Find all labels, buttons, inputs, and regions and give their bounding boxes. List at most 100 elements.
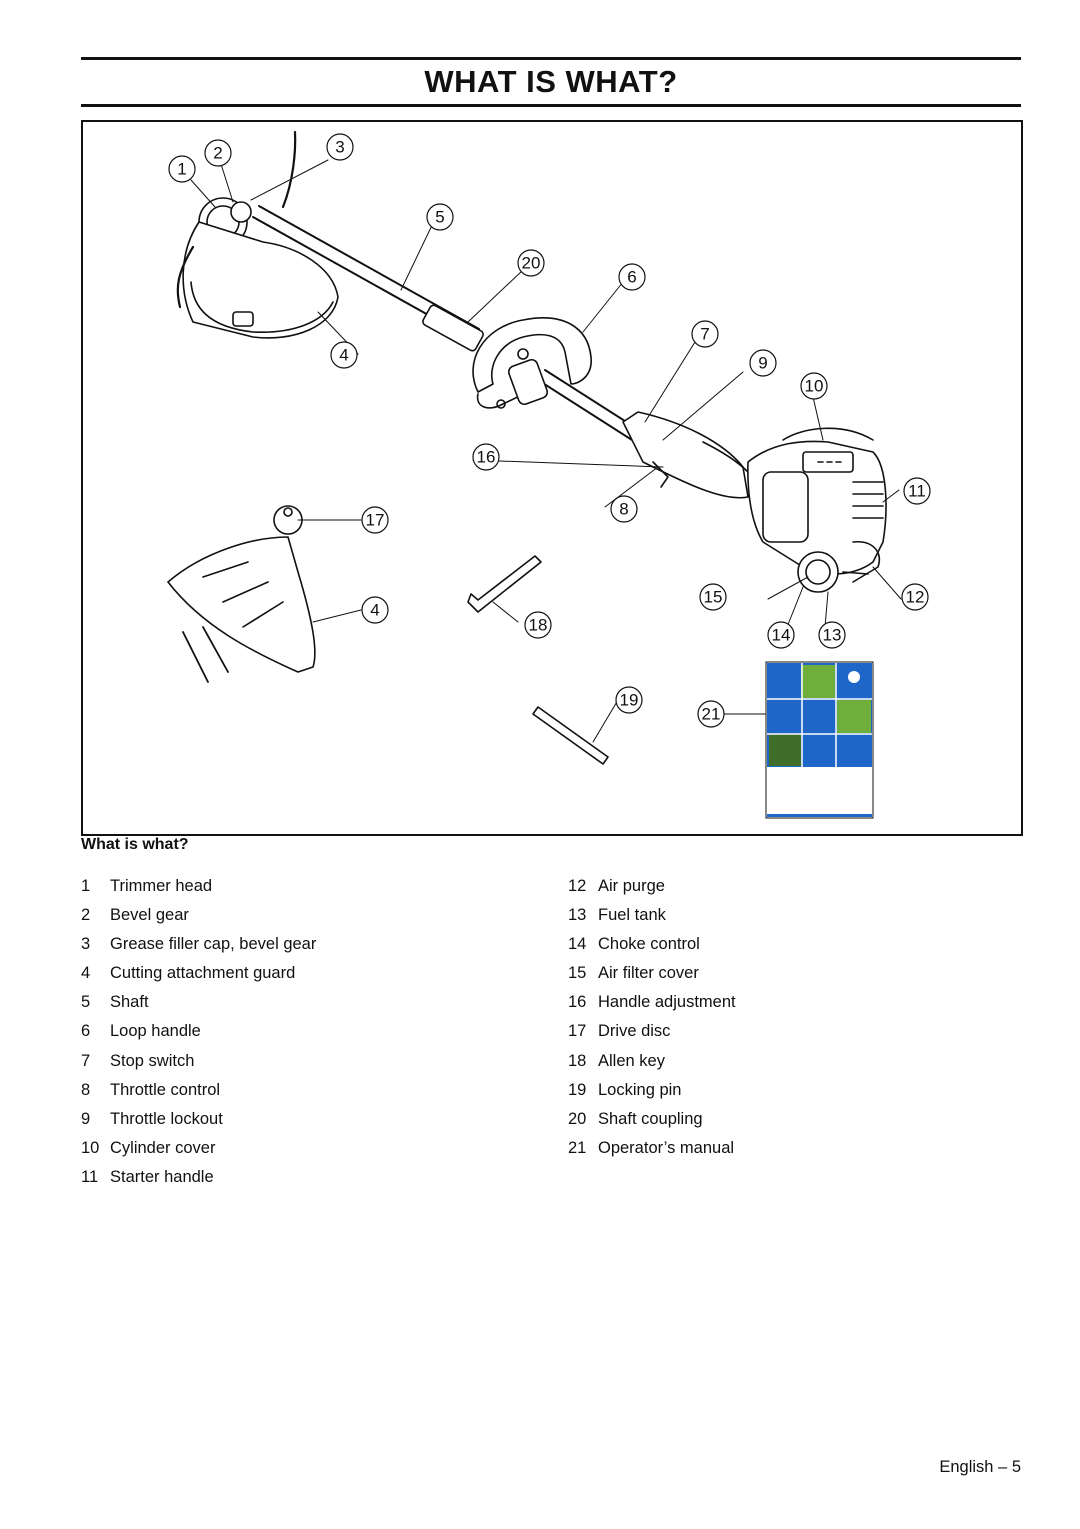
- leader-lines: [190, 159, 902, 743]
- part-number: 14: [568, 935, 587, 954]
- list-item: 3 Grease filler cap, bevel gear: [81, 930, 316, 959]
- operators-manual-drawing: [765, 661, 874, 819]
- locking-pin-drawing: [532, 706, 609, 765]
- list-item: 15 Air filter cover: [568, 959, 736, 988]
- list-item: 12 Air purge: [568, 872, 736, 901]
- part-label: Handle adjustment: [598, 993, 736, 1012]
- callout-17: 17: [366, 511, 385, 530]
- list-item: 18 Allen key: [568, 1047, 736, 1076]
- callout-2: 2: [213, 144, 222, 163]
- part-label: Loop handle: [110, 1022, 201, 1041]
- part-number: 1: [81, 877, 91, 895]
- part-number: 4: [81, 964, 91, 983]
- callout-6: 6: [627, 268, 636, 287]
- list-item: 5 Shaft: [81, 988, 316, 1017]
- list-item: 6 Loop handle: [81, 1017, 316, 1046]
- parts-list-left: 1 Trimmer head 2 Bevel gear 3 Grease filler…: [81, 872, 316, 1192]
- part-number: 10: [81, 1138, 100, 1157]
- list-item: 9 Throttle lockout: [81, 1105, 316, 1134]
- list-item: 21 Operator’s manual: [568, 1134, 736, 1163]
- list-item: 4 Cutting attachment guard: [81, 959, 316, 988]
- part-number: 21: [568, 1138, 587, 1157]
- callout-16: 16: [477, 448, 496, 467]
- callout-20: 20: [522, 254, 541, 273]
- part-label: Trimmer head: [110, 877, 213, 895]
- part-number: 13: [568, 906, 587, 925]
- section-heading: What is what?: [81, 836, 189, 853]
- part-label: Grease filler cap, bevel gear: [110, 935, 317, 954]
- part-number: 15: [568, 964, 587, 983]
- part-label: Bevel gear: [110, 906, 189, 925]
- part-number: 8: [81, 1080, 91, 1099]
- part-label: Operator’s manual: [598, 1138, 735, 1157]
- page-footer: English – 5: [939, 1458, 1021, 1476]
- part-number: 19: [568, 1080, 587, 1099]
- list-item: 16 Handle adjustment: [568, 988, 736, 1017]
- list-item: 2 Bevel gear: [81, 901, 316, 930]
- callout-8: 8: [619, 500, 628, 519]
- callout-15: 15: [704, 588, 723, 607]
- list-item: 17 Drive disc: [568, 1017, 736, 1046]
- callout-14: 14: [772, 626, 791, 645]
- trimmer-head-drawing: [176, 130, 339, 339]
- part-number: 17: [568, 1022, 587, 1041]
- callout-9: 9: [758, 354, 767, 373]
- callout-21: 21: [702, 705, 721, 724]
- list-item: 19 Locking pin: [568, 1076, 736, 1105]
- part-label: Allen key: [598, 1051, 665, 1070]
- allen-key-drawing: [467, 555, 542, 613]
- part-label: Cylinder cover: [110, 1138, 216, 1157]
- callout-4: 4: [339, 346, 348, 365]
- callout-3: 3: [335, 138, 344, 157]
- list-item: 8 Throttle control: [81, 1076, 316, 1105]
- list-item: 11 Starter handle: [81, 1163, 316, 1192]
- part-number: 12: [568, 877, 587, 895]
- callout-19: 19: [620, 691, 639, 710]
- part-label: Locking pin: [598, 1080, 682, 1099]
- part-number: 6: [81, 1022, 91, 1041]
- part-number: 18: [568, 1051, 587, 1070]
- part-label: Choke control: [598, 935, 700, 954]
- loose-guard-drawing: [167, 505, 316, 683]
- part-number: 20: [568, 1109, 587, 1128]
- list-item: 7 Stop switch: [81, 1047, 316, 1076]
- loop-handle-drawing: [472, 317, 592, 409]
- list-item: 1 Trimmer head: [81, 872, 316, 901]
- part-number: 2: [81, 906, 91, 925]
- part-label: Starter handle: [110, 1167, 214, 1186]
- part-label: Shaft: [110, 993, 149, 1012]
- callout-13: 13: [823, 626, 842, 645]
- part-label: Shaft coupling: [598, 1109, 703, 1128]
- callout-12: 12: [906, 588, 925, 607]
- part-label: Drive disc: [598, 1022, 671, 1041]
- header-rule-top: [81, 57, 1021, 60]
- part-number: 16: [568, 993, 587, 1012]
- trimmer-illustration: 1 2 3 4 5 6 7 8 9 10 11 12 13 14 15 16 1…: [167, 130, 931, 819]
- part-label: Throttle lockout: [110, 1109, 223, 1128]
- part-number: 9: [81, 1109, 91, 1128]
- throttle-handle-drawing: [622, 411, 749, 499]
- engine-drawing: [747, 427, 887, 593]
- part-number: 3: [81, 935, 91, 954]
- list-item: 10 Cylinder cover: [81, 1134, 316, 1163]
- callout-18: 18: [529, 616, 548, 635]
- part-number: 11: [81, 1167, 99, 1186]
- page-title: WHAT IS WHAT?: [424, 64, 678, 99]
- callout-7: 7: [700, 325, 709, 344]
- list-item: 14 Choke control: [568, 930, 736, 959]
- callout-11: 11: [908, 482, 926, 501]
- parts-diagram: 1 2 3 4 5 6 7 8 9 10 11 12 13 14 15 16 1…: [81, 120, 1023, 836]
- part-label: Fuel tank: [598, 906, 666, 925]
- list-item: 13 Fuel tank: [568, 901, 736, 930]
- header-rule-bottom: [81, 104, 1021, 107]
- part-label: Cutting attachment guard: [110, 964, 296, 983]
- part-label: Throttle control: [110, 1080, 221, 1099]
- part-label: Air filter cover: [598, 964, 699, 983]
- part-number: 5: [81, 993, 91, 1012]
- callout-1: 1: [177, 160, 186, 179]
- part-label: Stop switch: [110, 1051, 195, 1070]
- part-label: Air purge: [598, 877, 665, 895]
- part-number: 7: [81, 1051, 91, 1070]
- callout-10: 10: [805, 377, 824, 396]
